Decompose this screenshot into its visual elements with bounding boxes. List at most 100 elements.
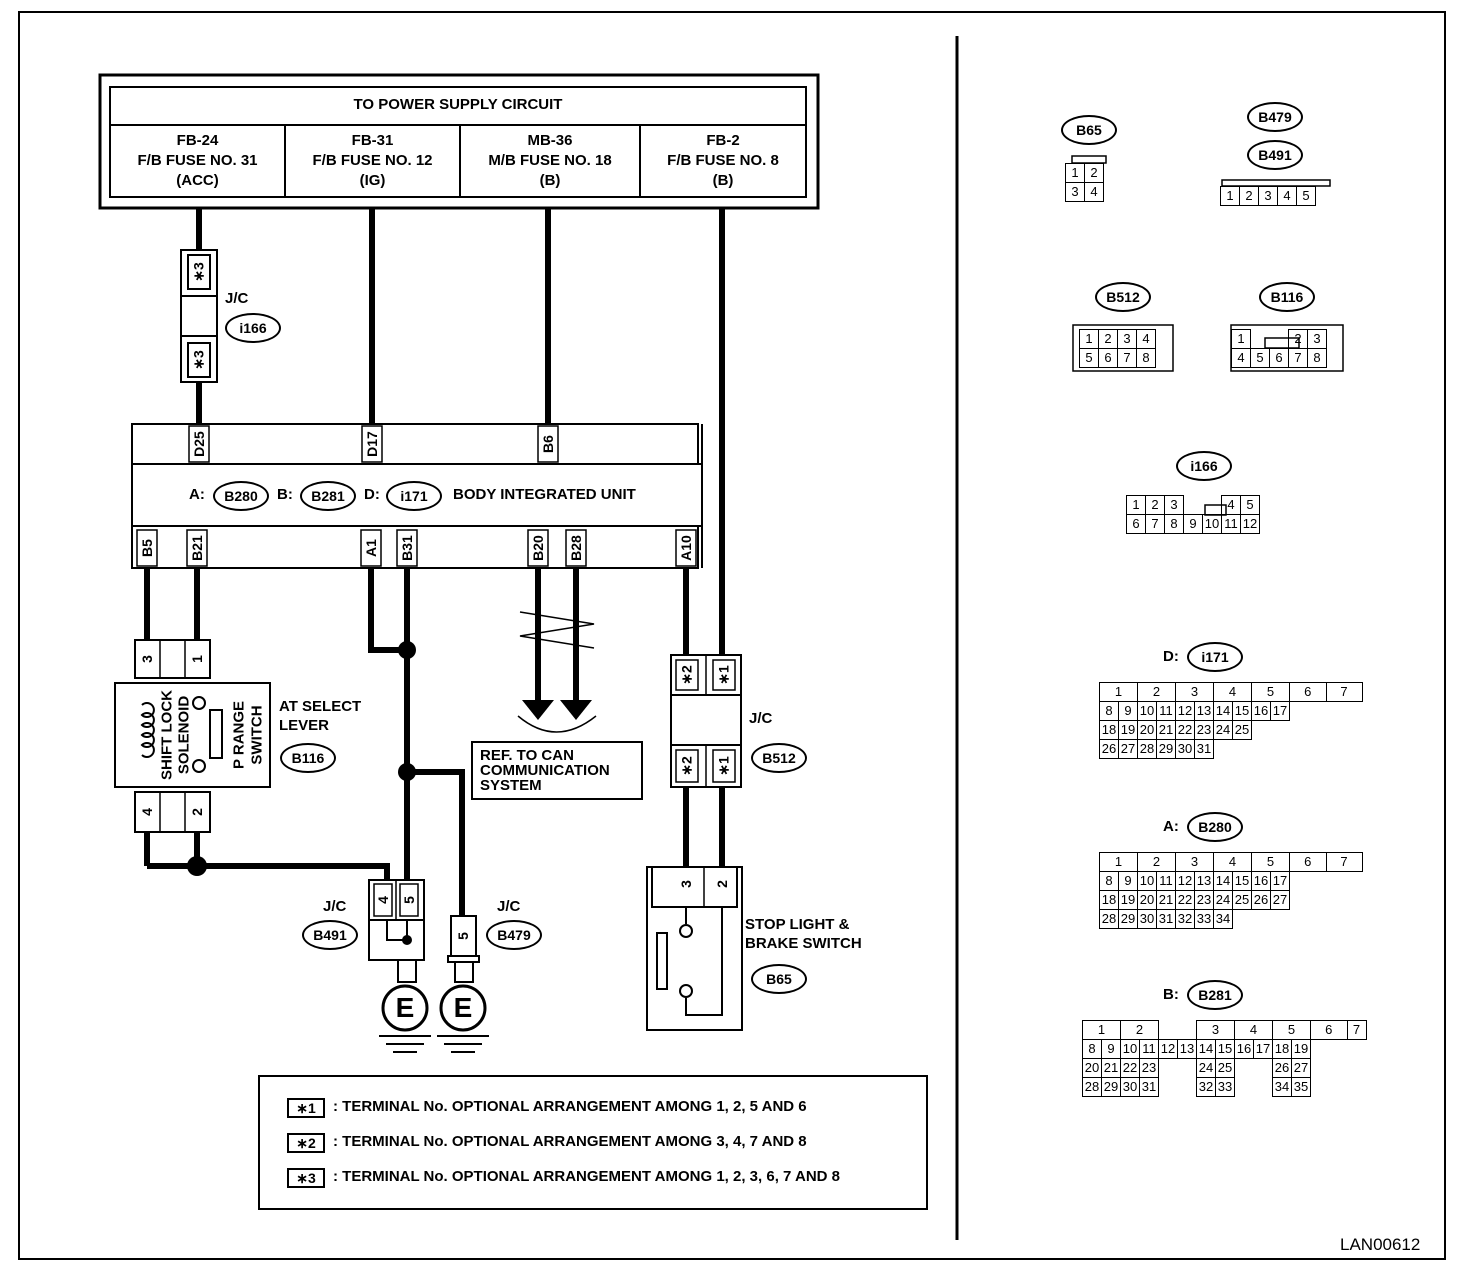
b281-pin: 16 [1234, 1039, 1254, 1059]
lever-pin-3: 3 [139, 655, 155, 663]
conn-b281-prefix: B: [1163, 986, 1179, 1003]
b512-pin: 3 [1117, 329, 1137, 349]
legend-mark-2: ∗2 [287, 1133, 325, 1153]
i171-pin: 7 [1325, 682, 1363, 702]
b280-pin: 6 [1289, 852, 1327, 872]
jc-i166-label: J/C [225, 290, 249, 307]
conn-b491-name: B491 [1247, 140, 1303, 170]
legend-text-2: : TERMINAL No. OPTIONAL ARRANGEMENT AMON… [333, 1133, 807, 1150]
conn-i166-name: i166 [1176, 451, 1232, 481]
i171-pin: 8 [1099, 701, 1119, 721]
b281-pin: 13 [1177, 1039, 1197, 1059]
b512-pin: 6 [1098, 348, 1118, 368]
i171-pin: 4 [1213, 682, 1252, 702]
b280-pin: 28 [1099, 909, 1119, 929]
p-range-label: P RANGE [230, 700, 248, 770]
b491-pin: 1 [1220, 186, 1240, 206]
stoplight-pin-3: 3 [678, 880, 694, 888]
b281-pin: 18 [1272, 1039, 1292, 1059]
jc-b479-pin-5: 5 [455, 932, 471, 940]
biu-pin-d17: D17 [364, 431, 380, 457]
conn-i171-prefix: D: [1163, 648, 1179, 665]
jc-b512-top-pin-2: ∗2 [678, 665, 695, 685]
jc-b479-label: J/C [497, 898, 521, 915]
jc-b479-connector: B479 [486, 920, 542, 950]
b280-pin: 23 [1194, 890, 1214, 910]
b281-pin: 17 [1253, 1039, 1273, 1059]
i171-pin: 19 [1118, 720, 1138, 740]
b512-pin: 1 [1079, 329, 1099, 349]
i171-pin: 3 [1175, 682, 1214, 702]
i171-pin: 9 [1118, 701, 1138, 721]
b280-pin: 21 [1156, 890, 1176, 910]
b116-pin: 5 [1250, 348, 1270, 368]
b116-pin: 6 [1269, 348, 1289, 368]
legend-text-3: : TERMINAL No. OPTIONAL ARRANGEMENT AMON… [333, 1168, 840, 1185]
biu-connector-b: B281 [300, 481, 356, 511]
conn-i171-face: 1 2 3 4 5 6 7 8 9 10 11 12 13 14 15 16 1… [1099, 682, 1363, 759]
b280-pin: 24 [1213, 890, 1233, 910]
b281-pin: 31 [1139, 1077, 1159, 1097]
biu-name: BODY INTEGRATED UNIT [453, 486, 636, 503]
i171-pin: 17 [1270, 701, 1290, 721]
b280-pin: 2 [1137, 852, 1176, 872]
b491-pin: 4 [1277, 186, 1297, 206]
conn-b281-name: B281 [1187, 980, 1243, 1010]
b281-pin: 34 [1272, 1077, 1292, 1097]
i166-pin: 3 [1164, 495, 1184, 515]
fuse-2-source: (IG) [359, 172, 386, 189]
biu-pin-b5: B5 [139, 539, 155, 557]
shift-lock-label: SHIFT LOCK [158, 690, 176, 780]
b280-pin: 8 [1099, 871, 1119, 891]
b280-pin: 27 [1270, 890, 1290, 910]
jc-b491-pin-5: 5 [401, 896, 417, 904]
b280-pin: 16 [1251, 871, 1271, 891]
can-ref-line3: SYSTEM [480, 777, 542, 794]
b280-pin: 33 [1194, 909, 1214, 929]
switch-label: SWITCH [248, 705, 266, 765]
i171-pin: 21 [1156, 720, 1176, 740]
lever-connector: B116 [280, 743, 336, 773]
fuse-2-name: F/B FUSE NO. 12 [312, 152, 433, 169]
conn-b65-name: B65 [1061, 115, 1117, 145]
i171-pin: 27 [1118, 739, 1138, 759]
b65-pin: 1 [1065, 163, 1085, 183]
i166-pin: 4 [1221, 495, 1241, 515]
jc-i166-pin-bottom: ∗3 [190, 350, 207, 370]
i171-pin: 16 [1251, 701, 1271, 721]
b281-pin: 22 [1120, 1058, 1140, 1078]
b280-pin: 9 [1118, 871, 1138, 891]
legend-mark-3: ∗3 [287, 1168, 325, 1188]
b280-pin: 25 [1232, 890, 1252, 910]
conn-b280-face: 1 2 3 4 5 6 7 8 9 10 11 12 13 14 15 16 1… [1099, 852, 1363, 929]
conn-b280-prefix: A: [1163, 818, 1179, 835]
conn-b491-face: 1 2 3 4 5 [1220, 186, 1316, 206]
i166-pin: 8 [1164, 514, 1184, 534]
biu-pin-a1: A1 [363, 539, 379, 557]
b280-pin: 1 [1099, 852, 1138, 872]
b280-pin: 31 [1156, 909, 1176, 929]
b281-pin: 27 [1291, 1058, 1311, 1078]
legend-text-1: : TERMINAL No. OPTIONAL ARRANGEMENT AMON… [333, 1098, 807, 1115]
b281-pin: 30 [1120, 1077, 1140, 1097]
b281-pin: 28 [1082, 1077, 1102, 1097]
b281-pin: 20 [1082, 1058, 1102, 1078]
b281-pin: 24 [1196, 1058, 1216, 1078]
fuse-3-source: (B) [539, 172, 561, 189]
biu-pin-b20: B20 [530, 535, 546, 561]
i171-pin: 26 [1099, 739, 1119, 759]
b512-pin: 5 [1079, 348, 1099, 368]
biu-pin-a10: A10 [678, 535, 694, 561]
i166-pin: 7 [1145, 514, 1165, 534]
b281-pin: 7 [1346, 1020, 1367, 1040]
b280-pin: 34 [1213, 909, 1233, 929]
b280-pin: 5 [1251, 852, 1290, 872]
b281-pin: 25 [1215, 1058, 1235, 1078]
fuse-1-name: F/B FUSE NO. 31 [137, 152, 258, 169]
can-ref-line2: COMMUNICATION [480, 762, 610, 779]
i171-pin: 12 [1175, 701, 1195, 721]
b280-pin: 18 [1099, 890, 1119, 910]
b280-pin: 14 [1213, 871, 1233, 891]
